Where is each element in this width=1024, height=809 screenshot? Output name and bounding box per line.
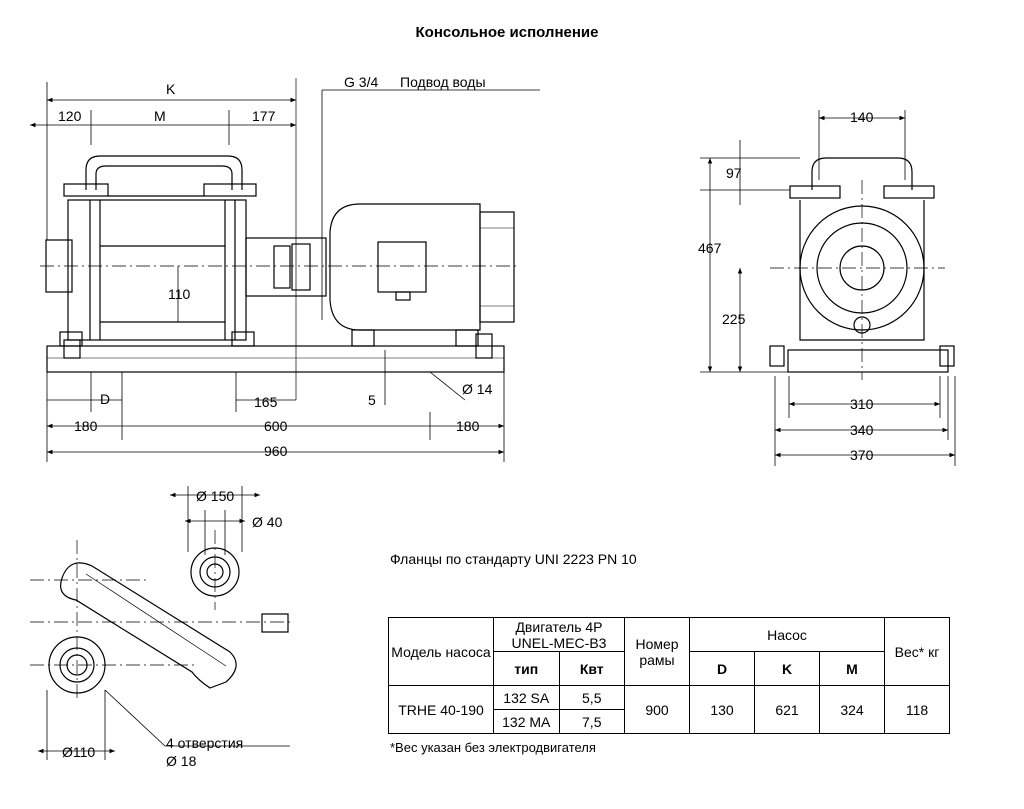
front-view [769, 157, 955, 380]
label-600: 600 [264, 418, 288, 434]
cell-M: 324 [819, 685, 885, 734]
label-dia-150: Ø 150 [196, 488, 234, 504]
base-frame [46, 345, 505, 373]
label-370: 370 [850, 447, 874, 463]
label-water-inlet: Подвод воды [400, 74, 486, 90]
diagonal-pipe [60, 562, 237, 689]
label-dia-40: Ø 40 [252, 514, 283, 530]
cell-frame: 900 [624, 685, 690, 734]
top-view [30, 530, 290, 700]
header-weight: Вес* кг [884, 617, 950, 686]
header-pump: Насос [689, 617, 885, 652]
cell-kw-2: 7,5 [558, 709, 625, 734]
label-467: 467 [698, 240, 722, 256]
cell-type-2: 132 MA [493, 709, 560, 734]
header-frame: Номер рамы [624, 617, 690, 686]
label-165: 165 [254, 394, 278, 410]
label-120: 120 [58, 108, 82, 124]
label-110: 110 [168, 286, 191, 302]
label-5: 5 [368, 392, 376, 408]
cell-type-1: 132 SA [493, 685, 560, 710]
flange-standard-note: Фланцы по стандарту UNI 2223 PN 10 [390, 551, 637, 567]
label-225: 225 [722, 311, 746, 327]
cell-kw-1: 5,5 [558, 685, 625, 710]
dimension-labels: K M 120 177 G 3/4 Подвод воды 110 D 165 … [58, 74, 874, 769]
coupling [245, 237, 327, 297]
header-motor: Двигатель 4P UNEL-MEC-B3 [493, 617, 625, 652]
label-water-size: G 3/4 [344, 74, 378, 90]
header-model: Модель насоса [388, 617, 494, 686]
label-K: K [166, 81, 176, 97]
header-D: D [689, 651, 755, 686]
label-dia-14: Ø 14 [462, 381, 493, 397]
label-960: 960 [264, 443, 288, 459]
top-view-dimensions [38, 486, 290, 760]
cell-weight: 118 [884, 685, 950, 734]
label-dia-110: Ø110 [62, 744, 95, 760]
header-type: тип [493, 651, 560, 686]
label-holes: 4 отверстия [166, 735, 243, 751]
top-pipe [85, 155, 243, 190]
front-view-dimensions [700, 110, 956, 466]
pump-body [67, 199, 247, 341]
header-kw: Квт [558, 651, 625, 686]
label-D: D [100, 391, 110, 407]
label-340: 340 [850, 422, 874, 438]
label-310: 310 [850, 396, 874, 412]
label-180-right: 180 [456, 418, 480, 434]
label-180-left: 180 [74, 418, 98, 434]
label-97: 97 [726, 165, 742, 181]
side-view [40, 78, 520, 400]
side-view-dimensions [30, 82, 540, 462]
specifications-table: Модель насоса Двигатель 4P UNEL-MEC-B3 Н… [388, 617, 950, 734]
label-177: 177 [252, 108, 276, 124]
motor [329, 203, 481, 331]
page-title: Консольное исполнение [415, 24, 599, 41]
cell-K: 621 [754, 685, 820, 734]
cell-D: 130 [689, 685, 755, 734]
header-K: K [754, 651, 820, 686]
cell-model: TRHE 40-190 [388, 685, 494, 734]
label-140: 140 [850, 109, 874, 125]
weight-footnote: *Вес указан без электродвигателя [390, 740, 596, 755]
label-M: M [154, 108, 166, 124]
header-M: M [819, 651, 885, 686]
label-dia-18: Ø 18 [166, 753, 197, 769]
